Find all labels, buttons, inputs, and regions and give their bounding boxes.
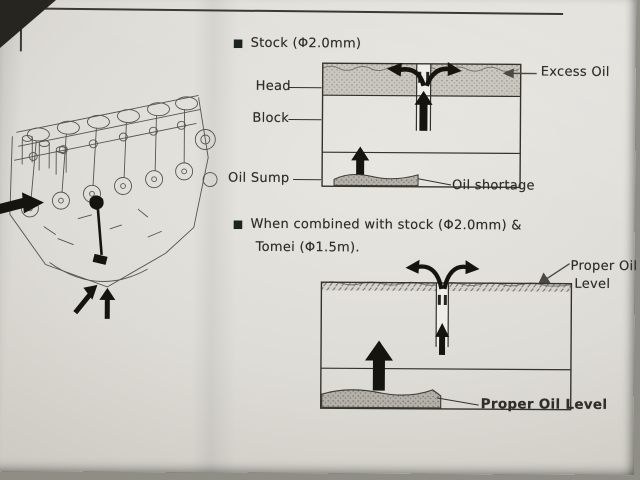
- spread-arrow-right: [465, 260, 480, 275]
- sump-up-arrow: [351, 146, 370, 181]
- section-title-stock-text: Stock (Φ2.0mm): [250, 35, 362, 52]
- section-title-combined-text: When combined with stock (Φ2.0mm) &: [250, 216, 522, 234]
- left-black-arrow: [0, 197, 26, 215]
- label-block: Block: [252, 110, 290, 127]
- block-sump-line: [320, 367, 571, 371]
- leader-line-oil-shortage: [417, 178, 452, 186]
- leader-line-block: [288, 119, 322, 121]
- diagram-box: [321, 62, 522, 189]
- proper-oil-top-leader: [545, 263, 570, 281]
- oil-pickup-and-arrows: [0, 192, 116, 319]
- leader-line-head: [288, 87, 322, 89]
- spread-arrow-left: [405, 259, 420, 274]
- engine-sketch-lines: [9, 95, 218, 288]
- section-title-stock: ■ Stock (Φ2.0mm): [233, 36, 361, 52]
- pan-arrow-2: [99, 287, 116, 300]
- up-flow-arrow: [414, 90, 433, 131]
- label-proper-oil-top-line2: Level: [574, 276, 611, 292]
- label-proper-oil-top-line1: Proper Oil: [570, 258, 638, 275]
- combined-oil-flow-diagram: [319, 259, 573, 411]
- leader-line-proper-oil: [436, 397, 479, 406]
- bullet-square-icon: ■: [232, 217, 244, 231]
- spread-arrow-right: [447, 61, 462, 76]
- proper-oil-puddle: [321, 389, 442, 409]
- label-oil-sump: Oil Sump: [228, 170, 290, 187]
- engine-line-drawing: [0, 95, 218, 319]
- section-title-combined-line1: ■ When combined with stock (Φ2.0mm) &: [233, 217, 522, 234]
- label-head: Head: [255, 78, 291, 95]
- oil-shortage-puddle: [333, 173, 419, 187]
- leader-line-oil-sump: [293, 179, 322, 181]
- label-proper-oil-bottom: Proper Oil Level: [480, 396, 608, 413]
- block-sump-line: [322, 151, 521, 155]
- channel-up-arrow: [435, 322, 450, 355]
- oil-pickup-blob: [89, 195, 104, 210]
- excess-oil-arrow: [502, 68, 537, 79]
- label-excess-oil: Excess Oil: [540, 64, 610, 80]
- label-oil-shortage: Oil shortage: [451, 178, 535, 194]
- big-up-arrow: [364, 340, 393, 391]
- spread-arrow-left: [386, 62, 402, 77]
- bullet-square-icon: ■: [232, 36, 244, 50]
- oil-drain-plug: [92, 253, 108, 265]
- stock-oil-flow-diagram: [321, 61, 522, 189]
- pan-arrow-1: [83, 284, 98, 300]
